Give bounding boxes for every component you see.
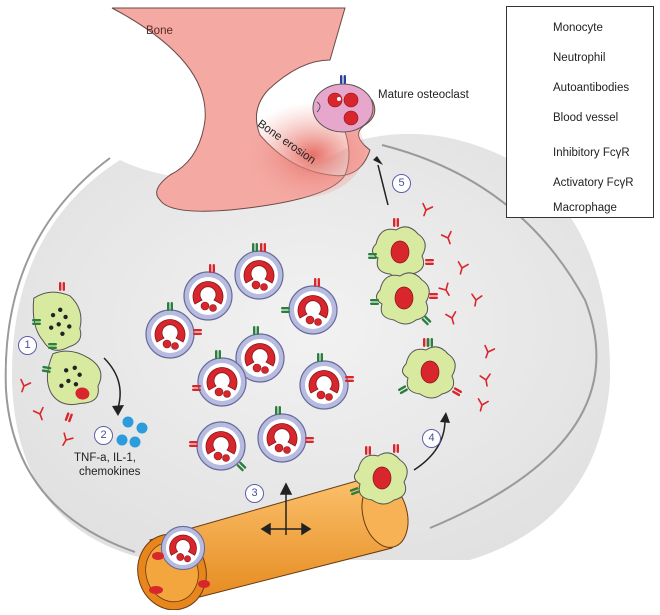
step-4-marker: 4 <box>422 429 441 448</box>
legend-label-autoantibodies: Autoantibodies <box>553 82 630 94</box>
capsule-outline-right <box>381 144 598 529</box>
step-1-marker: 1 <box>18 336 37 355</box>
joint-capsule <box>11 133 611 560</box>
mature-osteoclast-label: Mature osteoclast <box>378 89 469 101</box>
legend-item-blood-vessel: Blood vessel <box>507 107 655 133</box>
blood-vessel <box>137 479 409 611</box>
legend-item-autoantibodies: Autoantibodies <box>507 77 655 103</box>
legend-item-activatory-fcgr: Activatory FcγR <box>507 172 655 198</box>
capsule-outline-left <box>4 157 136 553</box>
cytokines <box>116 416 148 448</box>
legend-item-monocyte: Monocyte <box>507 17 655 43</box>
arrow-step-5 <box>377 164 389 206</box>
legend-label-blood-vessel: Blood vessel <box>553 112 619 124</box>
legend-label-inhibitory-fcgr: Inhibitory FcγR <box>553 147 630 159</box>
arrow-step-1 <box>103 357 121 409</box>
cytokines-label-line2: chemokines <box>79 466 141 478</box>
legend-item-neutrophil: Neutrophil <box>507 47 655 73</box>
arrow-step-4 <box>413 419 446 471</box>
legend-label-macrophage: Macrophage <box>553 202 617 214</box>
step-3-marker: 3 <box>245 484 264 503</box>
legend-item-macrophage: Macrophage <box>507 197 655 223</box>
mature-osteoclast <box>312 75 374 133</box>
legend-label-activatory-fcgr: Activatory FcγR <box>553 177 634 189</box>
legend: Monocyte Neutrophil Autoantibodies Blood… <box>506 6 654 218</box>
legend-item-inhibitory-fcgr: Inhibitory FcγR <box>507 142 655 168</box>
legend-label-monocyte: Monocyte <box>553 22 603 34</box>
bone-label: Bone <box>146 25 173 37</box>
step-2-marker: 2 <box>94 426 113 445</box>
cytokines-label-line1: TNF-a, IL-1, <box>74 452 136 464</box>
macrophage-cluster-left <box>32 282 102 423</box>
migration-arrows <box>260 482 312 536</box>
legend-label-neutrophil: Neutrophil <box>553 52 606 64</box>
step-5-marker: 5 <box>392 174 411 193</box>
